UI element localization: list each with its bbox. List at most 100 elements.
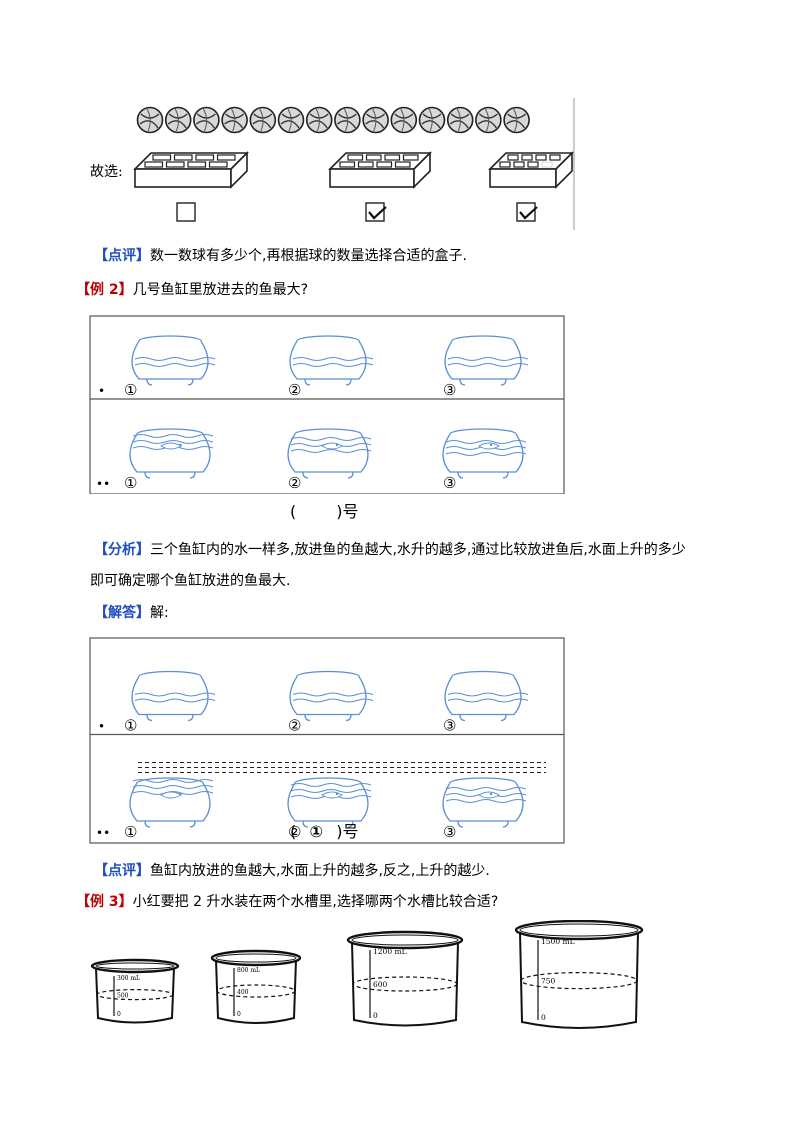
ex2-answer-filled: (①)号 <box>290 822 359 842</box>
bowl-label-2: ② <box>288 717 301 735</box>
box-cell <box>549 154 561 161</box>
capacity-dashed-line <box>352 976 458 992</box>
comment-tag: 【点评】 <box>94 863 150 879</box>
capacity-dashed-line <box>520 971 638 990</box>
scale-mid-label: 600 <box>373 980 388 989</box>
analysis-tag: 【分析】 <box>94 542 150 558</box>
ex2-question: 【例 2】几号鱼缸里放进去的鱼最大? <box>76 280 308 300</box>
scale-mid-label: 750 <box>541 977 556 986</box>
fishbowl <box>287 428 372 479</box>
fishbowl <box>444 670 529 722</box>
box-option-1 <box>133 151 249 189</box>
box-cell <box>384 154 401 161</box>
box-cell <box>394 161 411 168</box>
box-cell <box>376 161 393 168</box>
answer-paren-left: ( <box>290 502 297 521</box>
box-cell <box>541 161 553 168</box>
box-cell <box>507 154 519 161</box>
checked-box-icon <box>516 202 538 222</box>
bowl-label-2: ② <box>288 381 301 399</box>
scale-zero-label: 0 <box>373 1011 378 1020</box>
solution-prefix: 故选: <box>90 164 123 180</box>
bowl-label-3: ③ <box>443 717 456 735</box>
box-cell <box>195 154 215 161</box>
bowl-label-1: ① <box>124 823 137 841</box>
row-marker-2: •• <box>96 477 110 491</box>
bowl-label-2: ② <box>288 474 301 492</box>
scale-mid-label: 400 <box>237 989 249 996</box>
fishbowl <box>131 670 216 722</box>
box-option-3 <box>488 151 574 189</box>
ball <box>362 106 389 134</box>
ex2-answer-blank: ( )号 <box>290 502 359 522</box>
box-cell <box>216 154 236 161</box>
box-cell <box>144 161 164 168</box>
ball <box>249 106 277 134</box>
ex2-comment: 【点评】鱼缸内放进的鱼越大,水面上升的越多,反之,上升的越少. <box>94 861 490 881</box>
fish-icon <box>478 442 500 450</box>
box-cell <box>187 161 207 168</box>
fishbowl <box>129 777 214 828</box>
bowl-label-3: ③ <box>443 474 456 492</box>
box-cell <box>165 161 185 168</box>
box-cell <box>521 154 533 161</box>
fish-icon <box>321 791 343 799</box>
box-cell <box>402 154 419 161</box>
water-tank-3: 1200 mL 600 0 <box>346 930 464 1027</box>
ball <box>305 106 333 134</box>
example-tag: 【例 3】 <box>76 894 133 910</box>
scale-top-label: 800 mL <box>237 967 260 974</box>
bowl-label-3: ③ <box>443 381 456 399</box>
answer-value: ① <box>309 822 324 841</box>
row-marker-1: • <box>98 720 105 734</box>
empty-box-icon <box>176 202 196 222</box>
ball <box>475 106 502 134</box>
row-marker-1: • <box>98 384 105 398</box>
fish-icon <box>478 791 500 799</box>
ball-row <box>136 106 530 134</box>
comment-text: 数一数球有多少个,再根据球的数量选择合适的盒子. <box>150 248 467 264</box>
box-options <box>133 151 574 222</box>
box-cell <box>208 161 228 168</box>
ball <box>193 106 220 134</box>
bowl-label-3: ③ <box>443 823 456 841</box>
bowl-label-2: ② <box>288 823 301 841</box>
fishbowl <box>129 428 214 479</box>
ball <box>221 106 248 134</box>
scale-top-label: 1500 mL <box>541 937 575 946</box>
question-text: 几号鱼缸里放进去的鱼最大? <box>132 282 309 298</box>
scale-top-label: 1200 mL <box>373 947 407 956</box>
solution-text: 解: <box>150 605 169 621</box>
ball <box>503 106 530 134</box>
ex1-comment: 【点评】数一数球有多少个,再根据球的数量选择合适的盒子. <box>94 246 467 266</box>
box-cell <box>152 154 172 161</box>
answer-paren-left: ( <box>290 822 297 841</box>
scale-mid-label: 500 <box>117 993 129 1000</box>
comment-text: 鱼缸内放进的鱼越大,水面上升的越多,反之,上升的越少. <box>150 863 490 879</box>
ball <box>277 106 305 134</box>
example-tag: 【例 2】 <box>76 282 133 298</box>
box-cell <box>173 154 193 161</box>
fishbowl <box>444 335 529 386</box>
ex2-solution-intro: 【解答】解: <box>94 603 169 623</box>
box-cell <box>339 161 356 168</box>
scale-zero-label: 0 <box>237 1011 241 1018</box>
scale-top-label: 300 mL <box>117 975 140 982</box>
ball <box>334 106 361 134</box>
bowl-label-1: ① <box>124 717 137 735</box>
box-cell <box>499 161 511 168</box>
box-cell <box>347 154 364 161</box>
ball <box>446 106 474 134</box>
question-text: 小红要把 2 升水装在两个水槽里,选择哪两个水槽比较合适? <box>132 894 499 910</box>
answer-paren-right: )号 <box>336 502 359 521</box>
box-cell <box>513 161 525 168</box>
box-option-2 <box>328 151 432 189</box>
checked-box-icon <box>365 202 387 222</box>
box-cell <box>527 161 539 168</box>
fishbowl <box>287 777 372 828</box>
solution-tag: 【解答】 <box>94 605 150 621</box>
